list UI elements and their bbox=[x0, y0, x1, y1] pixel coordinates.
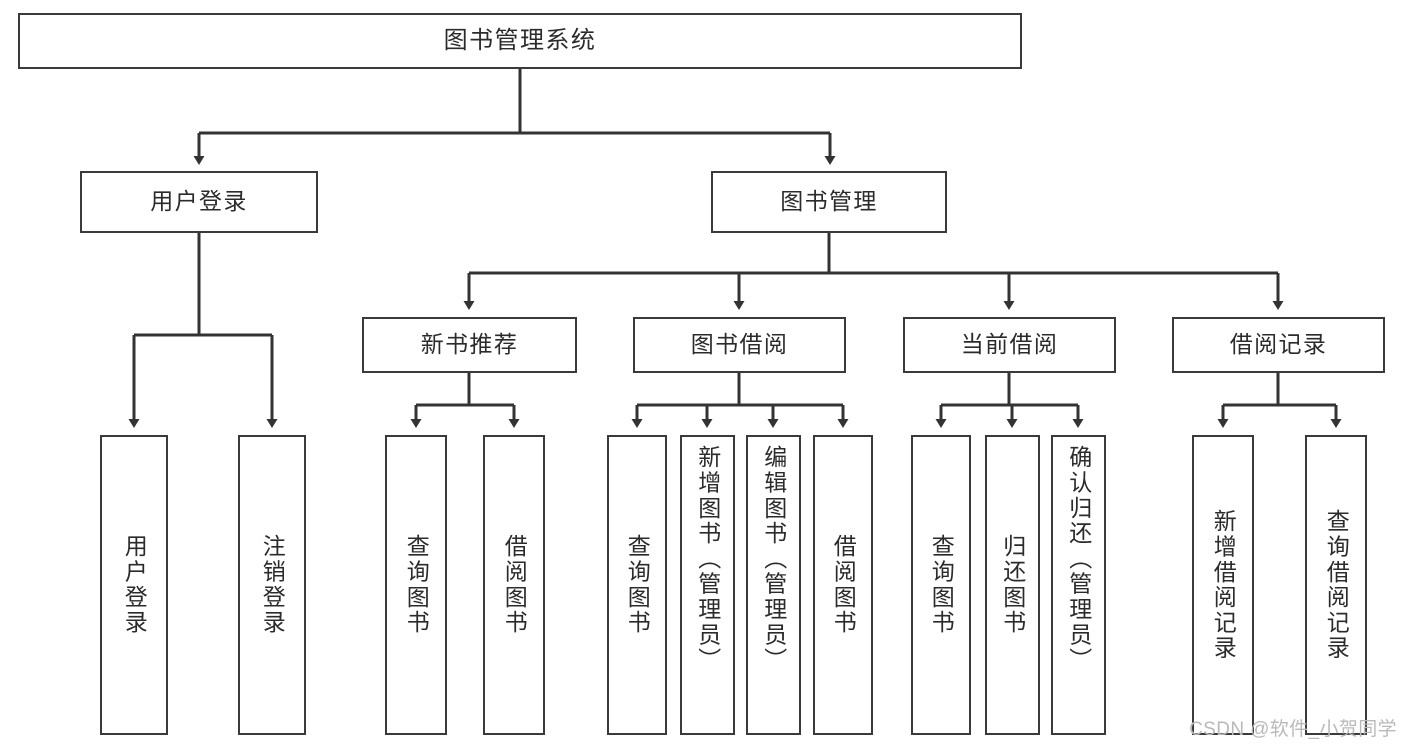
node-borrow-record[interactable]: 借阅记录 bbox=[1172, 317, 1385, 373]
node-leaf-rec-borrow-book[interactable]: 借阅图书 bbox=[483, 435, 545, 735]
node-leaf-confirm-return[interactable]: 确认归还（管理员） bbox=[1051, 435, 1106, 735]
node-leaf-confirm-return-label: 确认归还（管理员） bbox=[1065, 445, 1092, 673]
node-book-manage[interactable]: 图书管理 bbox=[711, 171, 947, 233]
node-leaf-rec-query-book[interactable]: 查询图书 bbox=[385, 435, 447, 735]
node-leaf-return-book[interactable]: 归还图书 bbox=[985, 435, 1040, 735]
node-leaf-borrow-query-book-label: 查询图书 bbox=[624, 534, 651, 636]
node-leaf-add-record-label: 新增借阅记录 bbox=[1210, 509, 1237, 661]
node-new-book-rec[interactable]: 新书推荐 bbox=[362, 317, 577, 373]
node-root-label: 图书管理系统 bbox=[443, 26, 597, 54]
node-leaf-return-book-label: 归还图书 bbox=[999, 534, 1026, 636]
node-current-borrow-label: 当前借阅 bbox=[960, 331, 1059, 358]
node-book-borrow-label: 图书借阅 bbox=[690, 331, 789, 358]
node-leaf-user-login[interactable]: 用户登录 bbox=[100, 435, 168, 735]
node-user-login[interactable]: 用户登录 bbox=[80, 171, 318, 233]
node-leaf-add-book[interactable]: 新增图书（管理员） bbox=[680, 435, 735, 735]
node-leaf-edit-book-label: 编辑图书（管理员） bbox=[760, 445, 787, 673]
node-leaf-query-record[interactable]: 查询借阅记录 bbox=[1305, 435, 1367, 735]
csdn-watermark: CSDN @软件_小贺同学 bbox=[1189, 719, 1397, 740]
node-book-borrow[interactable]: 图书借阅 bbox=[633, 317, 846, 373]
node-root[interactable]: 图书管理系统 bbox=[18, 13, 1022, 69]
node-new-book-rec-label: 新书推荐 bbox=[420, 331, 519, 358]
node-leaf-borrow-book[interactable]: 借阅图书 bbox=[813, 435, 873, 735]
node-borrow-record-label: 借阅记录 bbox=[1229, 331, 1328, 358]
node-book-manage-label: 图书管理 bbox=[780, 188, 878, 215]
node-leaf-borrow-query-book[interactable]: 查询图书 bbox=[607, 435, 667, 735]
node-leaf-edit-book[interactable]: 编辑图书（管理员） bbox=[746, 435, 801, 735]
node-user-login-label: 用户登录 bbox=[150, 188, 248, 215]
node-leaf-user-login-label: 用户登录 bbox=[121, 534, 148, 636]
node-current-borrow[interactable]: 当前借阅 bbox=[903, 317, 1116, 373]
node-leaf-logout-label: 注销登录 bbox=[259, 534, 286, 636]
node-leaf-borrow-book-label: 借阅图书 bbox=[830, 534, 857, 636]
node-leaf-query-record-label: 查询借阅记录 bbox=[1323, 509, 1350, 661]
node-leaf-add-record[interactable]: 新增借阅记录 bbox=[1192, 435, 1254, 735]
node-leaf-rec-query-book-label: 查询图书 bbox=[403, 534, 430, 636]
node-leaf-cur-query-book-label: 查询图书 bbox=[928, 534, 955, 636]
node-leaf-add-book-label: 新增图书（管理员） bbox=[694, 445, 721, 673]
node-leaf-cur-query-book[interactable]: 查询图书 bbox=[911, 435, 971, 735]
node-leaf-rec-borrow-book-label: 借阅图书 bbox=[501, 534, 528, 636]
node-leaf-logout[interactable]: 注销登录 bbox=[238, 435, 306, 735]
